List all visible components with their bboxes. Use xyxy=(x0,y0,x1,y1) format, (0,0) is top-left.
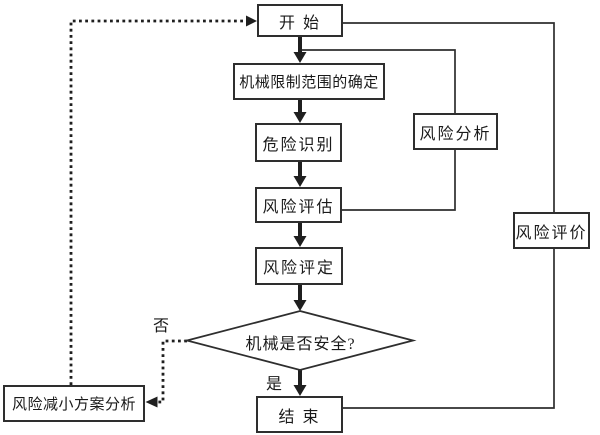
arrowhead-down-icon xyxy=(293,300,307,311)
edge-decision-no-to-reduction xyxy=(158,339,187,404)
branch-no-label: 否 xyxy=(153,318,170,335)
arrowhead-left-icon xyxy=(145,396,158,408)
watermark-artifact xyxy=(62,183,74,213)
branch-yes-label: 是 xyxy=(266,376,283,393)
arrowhead-right-icon xyxy=(246,15,257,27)
arrowhead-down-icon xyxy=(293,176,307,187)
decision-diamond-shape xyxy=(183,310,417,371)
node-machine-limits: 机械限制范围的确定 xyxy=(233,63,385,100)
node-start: 开 始 xyxy=(257,4,343,37)
node-end: 结 束 xyxy=(256,396,343,433)
node-risk-reduction-analysis: 风险减小方案分析 xyxy=(3,385,145,422)
arrowhead-down-icon xyxy=(293,236,307,247)
node-risk-rating: 风险评定 xyxy=(255,247,343,285)
node-risk-evaluation: 风险评价 xyxy=(513,212,590,249)
decision-label: 机械是否安全? xyxy=(245,336,356,353)
arrowhead-down-icon xyxy=(293,112,307,123)
node-hazard-identification: 危险识别 xyxy=(255,123,342,162)
node-risk-assessment: 风险评估 xyxy=(255,187,342,223)
node-risk-analysis: 风险分析 xyxy=(413,113,498,150)
arrowhead-down-icon xyxy=(293,52,307,63)
arrowhead-down-icon xyxy=(293,385,307,396)
